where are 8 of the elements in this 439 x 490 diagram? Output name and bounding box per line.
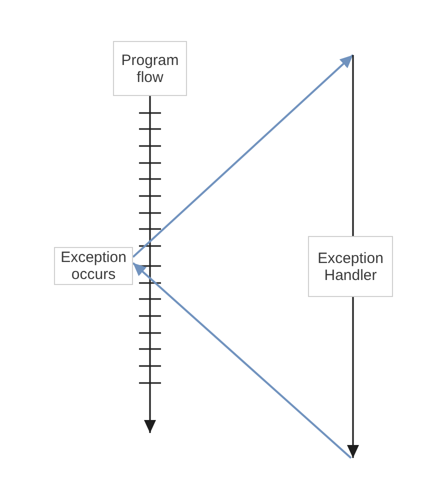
label-box: Exception occurs (54, 247, 133, 285)
label-box: Program flow (113, 41, 187, 96)
arrow (132, 54, 354, 258)
label-box: Exception Handler (308, 236, 393, 297)
arrow (132, 262, 352, 459)
arrow (144, 96, 156, 433)
arrow (347, 297, 359, 458)
connector-line (352, 55, 354, 236)
